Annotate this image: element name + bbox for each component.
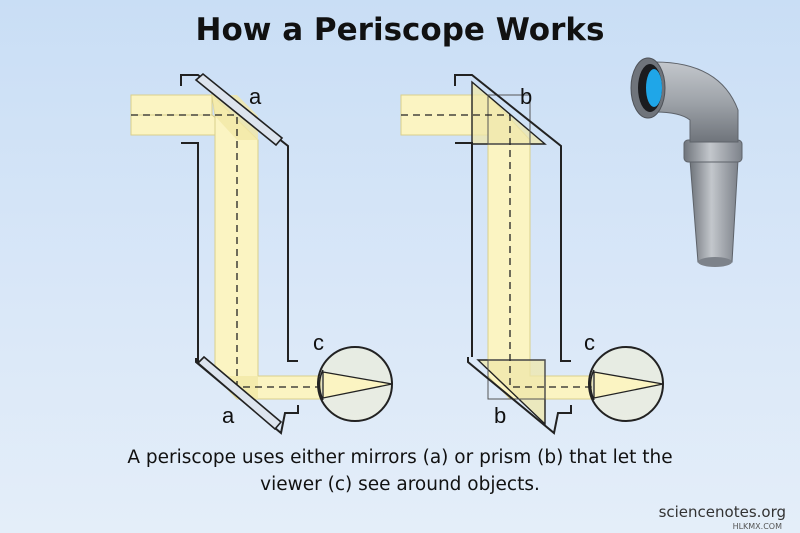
caption-line-1: A periscope uses either mirrors (a) or p… — [127, 447, 673, 468]
label-mirror-bottom: a — [222, 403, 235, 428]
caption: A periscope uses either mirrors (a) or p… — [0, 444, 800, 498]
page-title: How a Periscope Works — [195, 12, 605, 48]
mirror-bottom — [196, 355, 283, 431]
light-ray-left — [131, 114, 320, 388]
label-prism-bottom: b — [494, 403, 506, 428]
light-beam-left — [130, 93, 322, 400]
source-credit: sciencenotes.org — [658, 503, 786, 521]
light-ray-right — [401, 114, 594, 388]
label-mirror-top: a — [249, 84, 262, 109]
label-prism-top: b — [520, 84, 532, 109]
prism-top — [471, 80, 547, 145]
label-eye-left: c — [313, 330, 324, 355]
eye-icon — [317, 346, 393, 422]
periscope-tube-right — [454, 74, 572, 435]
mirror-top — [194, 72, 284, 147]
periscope-icon — [630, 57, 743, 267]
mirror-periscope: a a c — [130, 72, 393, 435]
label-eye-right: c — [584, 330, 595, 355]
caption-line-2: viewer (c) see around objects. — [260, 474, 540, 495]
eye-icon — [588, 346, 664, 422]
prism-periscope: b b c — [400, 74, 664, 435]
watermark: HLKMX.COM — [732, 522, 782, 531]
